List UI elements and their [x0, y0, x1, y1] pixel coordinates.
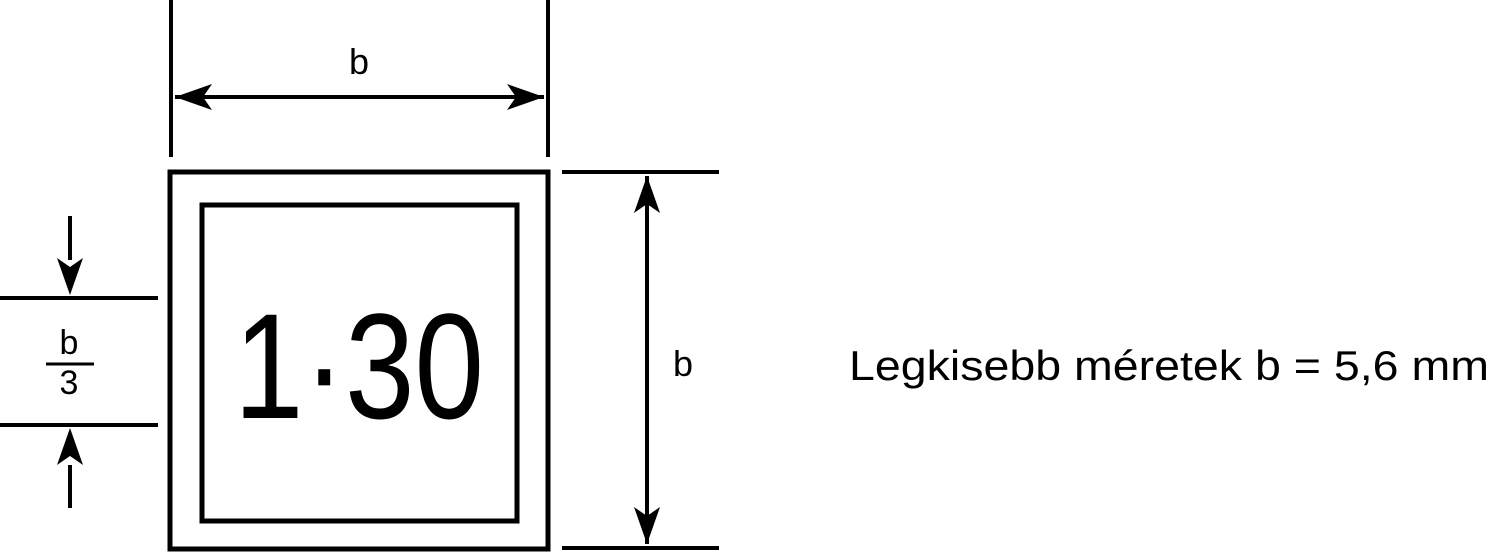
marking-text: 1·30 [234, 282, 484, 450]
outer-frame [167, 169, 551, 552]
char-height-denominator: 3 [60, 364, 79, 402]
width-arrowhead-right [507, 84, 544, 110]
char-height-arrowhead-up [57, 428, 83, 465]
size-caption: Legkisebb méretek b = 5,6 mm [849, 342, 1489, 389]
width-arrowhead-left [175, 84, 212, 110]
char-height-arrowhead-down [57, 258, 83, 295]
height-arrowhead-bottom [634, 507, 660, 544]
char-height-numerator: b [60, 324, 79, 362]
width-label: b [349, 41, 369, 82]
height-label: b [673, 343, 693, 384]
inner-frame [199, 202, 520, 524]
height-arrowhead-top [634, 176, 660, 213]
